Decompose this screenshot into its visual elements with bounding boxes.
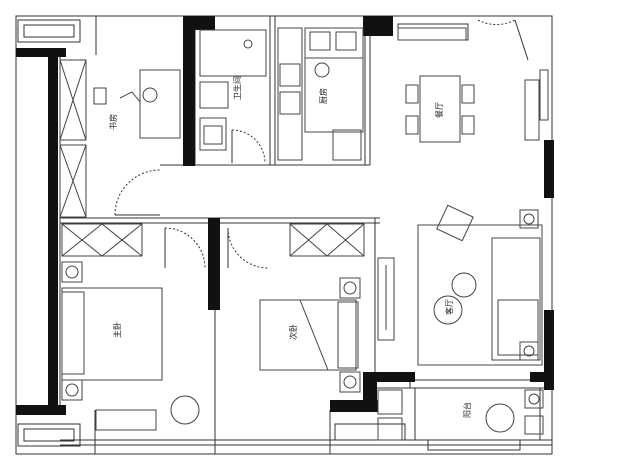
structural-walls	[16, 16, 554, 415]
living-furniture	[377, 204, 543, 366]
wardrobes	[59, 27, 467, 257]
study-furniture	[93, 69, 181, 139]
room-label-kitchen: 厨房	[318, 88, 328, 104]
room-label-balcony: 阳台	[462, 402, 472, 418]
room-label-master-bedroom: 主卧	[112, 322, 122, 338]
room-label-bathroom: 卫生间	[232, 76, 242, 100]
room-label-second-bedroom: 次卧	[288, 324, 298, 340]
room-label-living: 客厅	[444, 299, 454, 315]
master-bedroom-furniture	[61, 261, 200, 431]
room-label-study: 书房	[108, 114, 118, 130]
doors	[114, 19, 529, 269]
kitchen-fixtures	[277, 27, 364, 161]
windows	[17, 19, 521, 451]
room-label-dining: 餐厅	[435, 102, 444, 118]
balcony-fixtures	[377, 389, 544, 441]
dining-set	[405, 69, 549, 143]
room-labels: 书房 卫生间 厨房 餐厅 客厅 主卧 次卧 阳台	[108, 76, 472, 418]
plan-outlines	[15, 15, 553, 455]
second-bedroom-furniture	[259, 277, 361, 393]
bathroom-fixtures	[199, 29, 267, 151]
